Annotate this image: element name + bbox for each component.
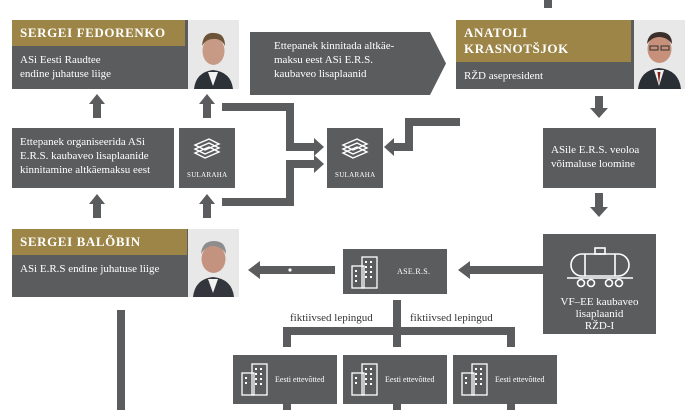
transport-opportunity-line2: võimaluse loomine bbox=[551, 158, 636, 170]
office-building-icon bbox=[461, 363, 488, 396]
contracts-label-left: fiktiivsed lepingud bbox=[290, 312, 373, 324]
person-card-balobin: SERGEI BALÕBIN ASi E.R.S endine juhatuse… bbox=[12, 229, 239, 297]
tank-caption-line2: lisaplaanid bbox=[575, 308, 624, 320]
cash-stack-icon bbox=[341, 138, 369, 159]
contracts-label-right: fiktiivsed lepingud bbox=[410, 312, 493, 324]
person-role-krasnotsjok: RŽD asepresident bbox=[464, 70, 544, 82]
portrait-photo-balobin bbox=[188, 229, 239, 297]
person-name-balobin: SERGEI BALÕBIN bbox=[12, 229, 187, 255]
proposal-approve-line3: kaubaveo lisaplaanid bbox=[274, 68, 367, 80]
proposal-approve-line1: Ettepanek kinnitada altkäe- bbox=[274, 40, 395, 52]
person-name-krasnotsjok-line1: ANATOLI bbox=[464, 25, 528, 40]
portrait-photo-krasnotsjok bbox=[634, 20, 685, 89]
proposal-organize-line2: E.R.S. kaubaveo lisaplaanide bbox=[20, 150, 149, 162]
person-card-fedorenko: SERGEI FEDORENKO ASi Eesti Raudtee endin… bbox=[12, 20, 239, 89]
office-building-icon bbox=[241, 363, 268, 396]
person-name-fedorenko: SERGEI FEDORENKO bbox=[12, 20, 185, 46]
cash-box-left: SULARAHA bbox=[179, 128, 235, 188]
tank-caption-line1: VF–EE kaubaveo bbox=[560, 296, 639, 308]
company-box-ers: ASE.R.S. bbox=[343, 249, 447, 294]
company-label-ers: ASE.R.S. bbox=[397, 267, 431, 276]
transport-opportunity-line1: ASile E.R.S. veoloa bbox=[551, 144, 640, 156]
person-name-krasnotsjok: ANATOLI KRASNOTŠJOK bbox=[456, 20, 631, 62]
proposal-approve-arrow: Ettepanek kinnitada altkäe- maksu eest A… bbox=[250, 32, 446, 95]
cash-label-left: SULARAHA bbox=[187, 171, 228, 179]
cash-box-center: SULARAHA bbox=[327, 128, 383, 188]
estonian-company-label-3: Eesti ettevõtted bbox=[495, 375, 545, 384]
cash-stack-icon bbox=[193, 138, 221, 159]
proposal-organize-line1: Ettepanek organiseerida ASi bbox=[20, 136, 146, 148]
tank-caption-line3: RŽD-I bbox=[584, 320, 615, 332]
person-name-krasnotsjok-line2: KRASNOTŠJOK bbox=[464, 41, 569, 56]
estonian-company-box-1: Eesti ettevõtted bbox=[233, 355, 337, 404]
office-building-icon bbox=[351, 256, 378, 289]
person-card-krasnotsjok: ANATOLI KRASNOTŠJOK RŽD asepresident bbox=[456, 20, 685, 89]
person-role-balobin: ASi E.R.S endine juhatuse liige bbox=[20, 263, 160, 275]
proposal-organize-line3: kinnitamine altkäemaksu eest bbox=[20, 164, 151, 176]
estonian-company-label-1: Eesti ettevõtted bbox=[275, 375, 325, 384]
estonian-company-label-2: Eesti ettevõtted bbox=[385, 375, 435, 384]
office-building-icon bbox=[351, 363, 378, 396]
estonian-company-box-3: Eesti ettevõtted bbox=[453, 355, 557, 404]
person-role-fedorenko-line1: ASi Eesti Raudtee bbox=[20, 54, 101, 66]
cash-label-center: SULARAHA bbox=[335, 171, 376, 179]
tank-wagon-box: VF–EE kaubaveo lisaplaanid RŽD-I bbox=[543, 234, 656, 334]
person-role-fedorenko-line2: endine juhatuse liige bbox=[20, 68, 112, 80]
transport-opportunity-box: ASile E.R.S. veoloa võimaluse loomine bbox=[543, 128, 656, 188]
tank-wagon-icon bbox=[567, 247, 633, 288]
proposal-approve-line2: maksu eest ASi E.R.S. bbox=[274, 54, 374, 66]
proposal-organize-box: Ettepanek organiseerida ASi E.R.S. kauba… bbox=[12, 128, 174, 188]
portrait-photo-fedorenko bbox=[188, 20, 239, 89]
estonian-company-box-2: Eesti ettevõtted bbox=[343, 355, 447, 404]
